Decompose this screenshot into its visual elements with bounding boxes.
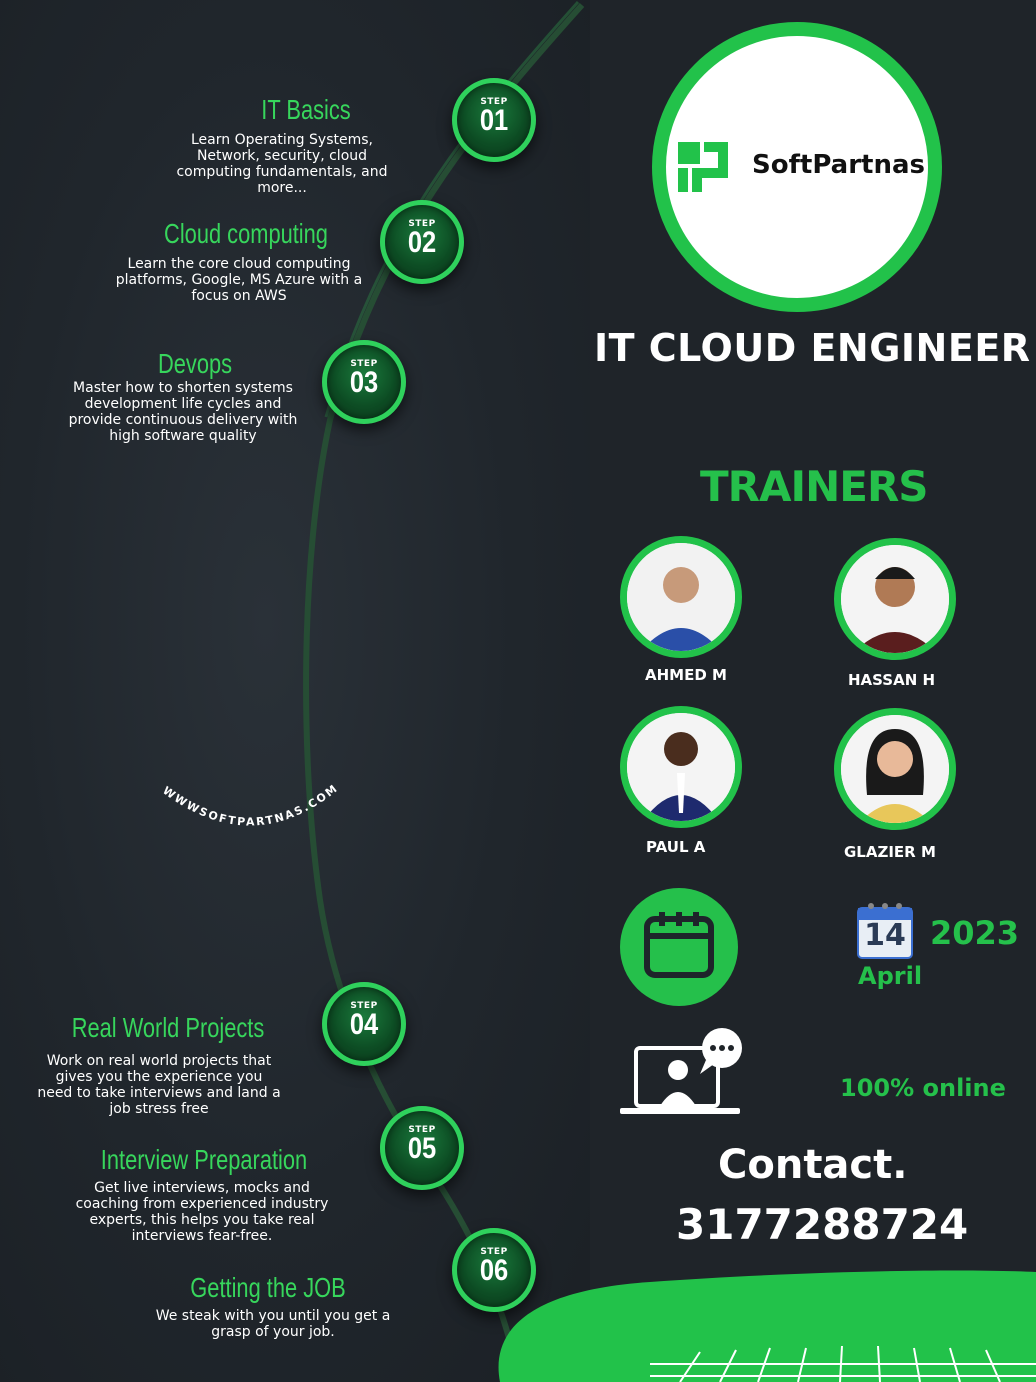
decorative-green-shape [498, 1270, 1036, 1382]
trainer-name: AHMED M [645, 666, 727, 684]
website-text: WWWSOFTPARTNAS.COM [160, 781, 339, 828]
step-number: 02 [407, 226, 437, 259]
step-04-title: Real World Projects [71, 1012, 265, 1043]
date-month: April [858, 962, 923, 990]
step-03-desc: Master how to shorten systems developmen… [68, 380, 298, 444]
calendar-circle [620, 888, 738, 1006]
trainer-avatar-ahmed [620, 536, 742, 658]
step-label: STEP [408, 219, 436, 229]
step-number: 03 [349, 366, 379, 399]
step-01-badge: STEP 01 [452, 78, 536, 162]
step-06-desc: We steak with you until you get a grasp … [155, 1308, 391, 1340]
contact-label: Contact. [718, 1142, 908, 1188]
step-label: STEP [408, 1125, 436, 1135]
step-05-title: Interview Preparation [100, 1144, 308, 1175]
date-year: 2023 [930, 914, 1020, 952]
trainer-name: GLAZIER M [844, 843, 936, 861]
step-label: STEP [480, 1247, 508, 1257]
step-05-desc: Get live interviews, mocks and coaching … [75, 1180, 329, 1244]
step-06-title: Getting the JOB [190, 1272, 346, 1303]
step-02-desc: Learn the core cloud computing platforms… [115, 256, 363, 304]
calendar-icon [644, 912, 714, 978]
left-panel-background [0, 0, 590, 1382]
step-number: 04 [349, 1008, 379, 1041]
step-01-title: IT Basics [261, 94, 351, 125]
step-04-badge: STEP 04 [322, 982, 406, 1066]
step-04-desc: Work on real world projects that gives y… [37, 1053, 281, 1117]
trainer-avatar-glazier [834, 708, 956, 830]
step-number: 01 [479, 104, 509, 137]
step-02-badge: STEP 02 [380, 200, 464, 284]
step-06-badge: STEP 06 [452, 1228, 536, 1312]
step-label: STEP [350, 1001, 378, 1011]
step-03-title: Devops [157, 348, 233, 379]
trainer-name: HASSAN H [848, 671, 936, 689]
trainers-heading: TRAINERS [700, 462, 929, 511]
trainer-avatar-paul [620, 706, 742, 828]
brand-name: SoftPartnas [752, 150, 926, 180]
step-number: 06 [479, 1254, 509, 1287]
svg-text:WWWSOFTPARTNAS.COM: WWWSOFTPARTNAS.COM [160, 781, 341, 828]
step-number: 05 [407, 1132, 437, 1165]
date-calendar-icon: 14 [857, 900, 913, 960]
step-02-title: Cloud computing [164, 218, 328, 249]
step-05-badge: STEP 05 [380, 1106, 464, 1190]
website-label: WWWSOFTPARTNAS.COM [160, 781, 341, 828]
page-title: IT CLOUD ENGINEER [594, 326, 1031, 370]
online-class-icon [620, 1028, 742, 1114]
step-label: STEP [350, 359, 378, 369]
contact-phone[interactable]: 3177288724 [676, 1200, 969, 1249]
trainer-avatar-hassan [834, 538, 956, 660]
trainer-name: PAUL A [646, 838, 706, 856]
step-03-badge: STEP 03 [322, 340, 406, 424]
step-label: STEP [480, 97, 508, 107]
delivery-mode: 100% online [840, 1074, 1006, 1102]
brand-logo-icon [678, 142, 728, 192]
date-day: 14 [864, 918, 906, 953]
step-01-desc: Learn Operating Systems, Network, securi… [176, 132, 388, 196]
